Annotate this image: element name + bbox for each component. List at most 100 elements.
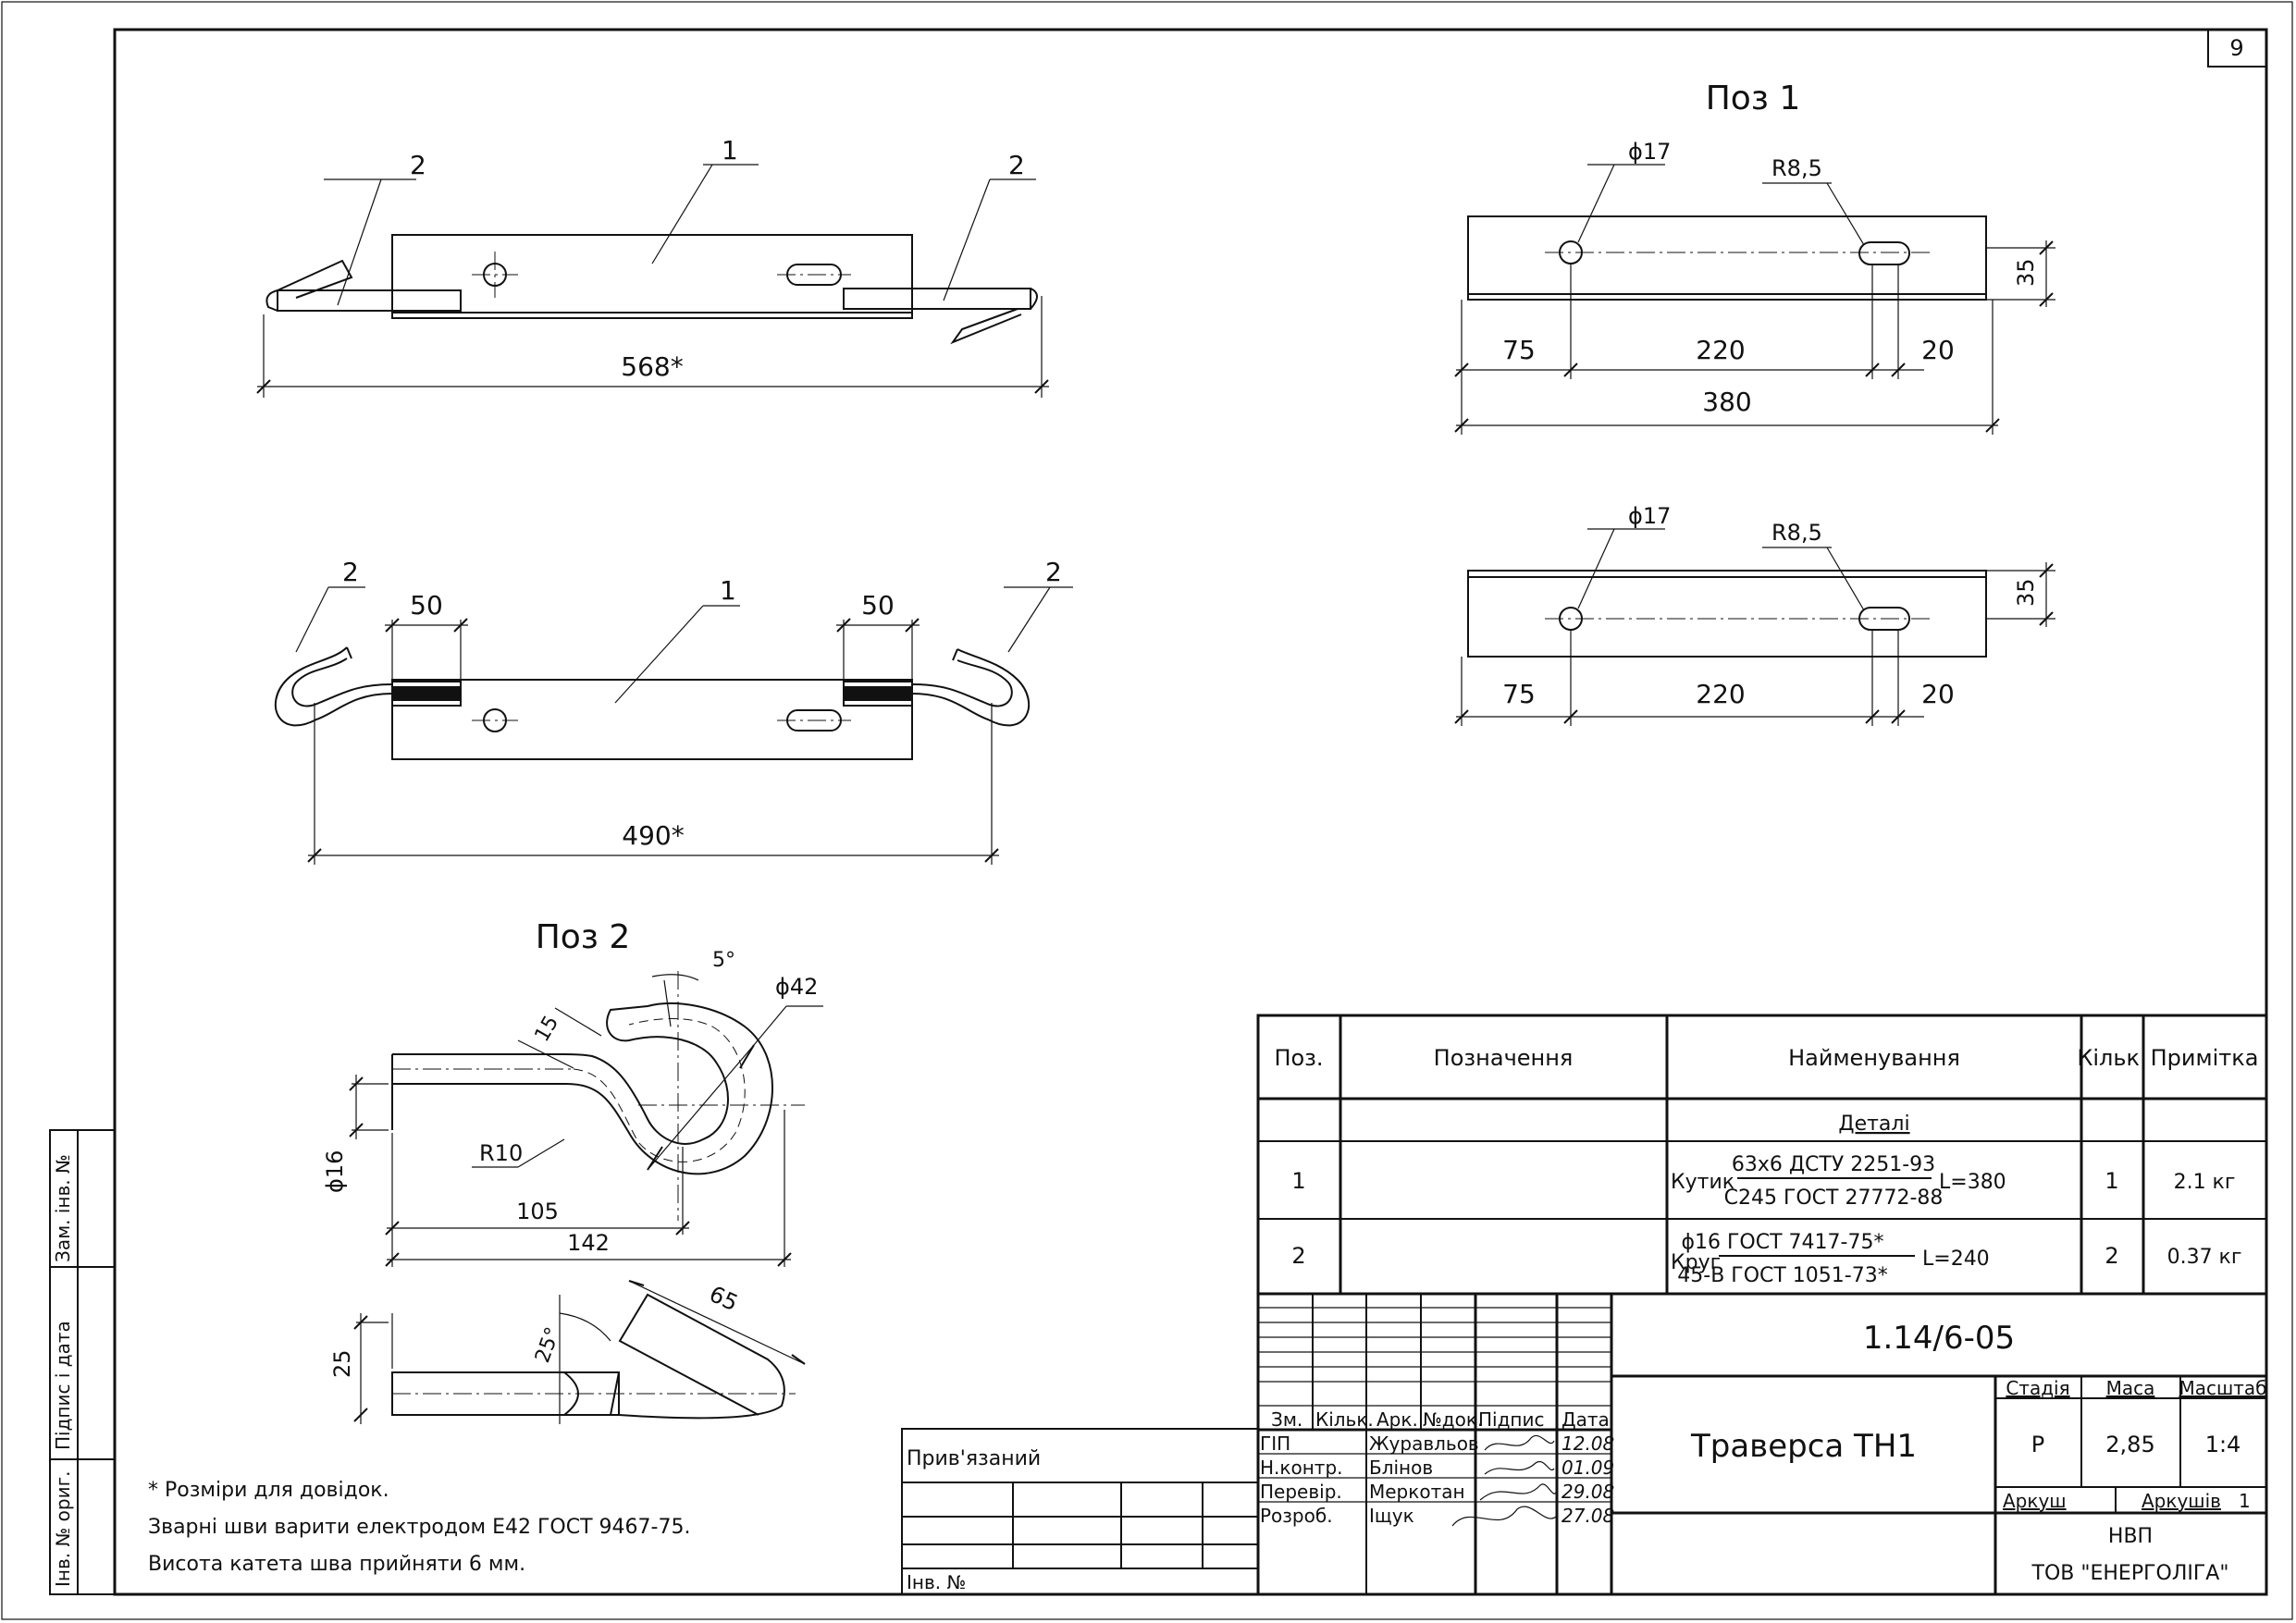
dim-50-right: 50 xyxy=(861,590,895,621)
spec-h-poz: Поз. xyxy=(1274,1045,1323,1071)
spec-r2-suffix: L=240 xyxy=(1922,1248,1990,1271)
tb-date-2: 01.09 xyxy=(1562,1457,1614,1479)
spec-r1-qty: 1 xyxy=(2105,1168,2118,1194)
pos2-d105: 105 xyxy=(516,1199,559,1224)
side-inv-orig: Інв. № ориг. xyxy=(52,1471,74,1587)
tb-role-1: ГІП xyxy=(1260,1432,1290,1455)
spec-r1-suffix: L=380 xyxy=(1939,1171,2006,1194)
pos1b-d20: 20 xyxy=(1921,679,1955,709)
tb-scale: 1:4 xyxy=(2205,1432,2241,1457)
pos1b-h35: 35 xyxy=(2013,578,2039,607)
tb-person-4: Іщук xyxy=(1369,1505,1414,1527)
note-3: Висота катета шва прийняти 6 мм. xyxy=(148,1553,525,1576)
callout-2-left-b: 2 xyxy=(342,557,359,587)
tb-date-3: 29.08 xyxy=(1562,1481,1614,1503)
tb-person-3: Меркотан xyxy=(1369,1481,1465,1503)
pos1-view-a: ϕ17 R8,5 35 75 220 20 380 xyxy=(1454,139,2055,435)
pos1a-slot: R8,5 xyxy=(1771,155,1822,181)
assembly-bottom-view: 2 1 2 50 50 490* xyxy=(274,557,1073,865)
pos2-5deg: 5° xyxy=(712,949,735,972)
spec-h-designation: Позначення xyxy=(1434,1045,1574,1071)
pos1-view-b: ϕ17 R8,5 35 75 220 20 xyxy=(1454,503,2055,726)
tb-col-pidpys: Підпис xyxy=(1478,1408,1545,1431)
tb-person-2: Блінов xyxy=(1369,1457,1433,1479)
spec-r2-num: ϕ16 ГОСТ 7417-75* xyxy=(1682,1231,1884,1254)
pos2-d16: ϕ16 xyxy=(322,1150,348,1193)
tb-mass: 2,85 xyxy=(2105,1432,2154,1457)
tb-col-kilk: Кільк. xyxy=(1315,1408,1374,1431)
spec-r1-note: 2.1 кг xyxy=(2174,1171,2236,1194)
callout-2-left: 2 xyxy=(410,150,426,180)
spec-r1-poz: 1 xyxy=(1291,1168,1305,1194)
title-block: Зм. Кільк. Арк. №док. Підпис Дата ГІП Жу… xyxy=(1256,1292,2268,1596)
spec-r1-num: 63х6 ДСТУ 2251-93 xyxy=(1732,1153,1935,1176)
pos1b-d220: 220 xyxy=(1696,679,1745,709)
side-stamp: Зам. інв. № Підпис і дата Інв. № ориг. xyxy=(49,1129,116,1595)
pos1b-hole: ϕ17 xyxy=(1628,503,1671,529)
pos1a-d220: 220 xyxy=(1696,335,1745,365)
pos2-len65: 65 xyxy=(705,1281,742,1316)
tb-col-ndok: №док. xyxy=(1423,1408,1483,1431)
tb-stage-label: Стадія xyxy=(2006,1377,2069,1399)
pos2-h25: 25 xyxy=(329,1349,355,1378)
side-pidpys: Підпис і дата xyxy=(52,1321,74,1450)
privyazanyi-inv: Інв. № xyxy=(907,1571,966,1593)
pos1a-h35: 35 xyxy=(2013,258,2039,287)
tb-mass-label: Маса xyxy=(2106,1377,2155,1399)
pos1a-d20: 20 xyxy=(1921,335,1955,365)
tb-date-1: 12.08 xyxy=(1562,1432,1614,1455)
spec-r1-prefix: Кутик xyxy=(1671,1171,1734,1194)
note-2: Зварні шви варити електродом Е42 ГОСТ 94… xyxy=(148,1516,690,1539)
tb-date-4: 27.08 xyxy=(1562,1505,1614,1527)
side-zam-inv: Зам. інв. № xyxy=(52,1154,74,1262)
callout-1: 1 xyxy=(722,135,738,166)
pos2-view-side: 25 25° 65 xyxy=(329,1280,806,1424)
pos2-d42: ϕ42 xyxy=(775,974,818,1000)
pos1a-d75: 75 xyxy=(1502,335,1536,365)
tb-col-data: Дата xyxy=(1562,1408,1610,1431)
spec-h-note: Примітка xyxy=(2151,1045,2259,1071)
tb-sheet-label: Аркуш xyxy=(2003,1490,2067,1512)
pos1b-slot: R8,5 xyxy=(1771,520,1822,546)
tb-sheets-label: Аркушів xyxy=(2142,1490,2221,1512)
spec-r2-qty: 2 xyxy=(2105,1243,2118,1269)
pos1-title: Поз 1 xyxy=(1706,80,1801,117)
dim-50-left: 50 xyxy=(410,590,443,621)
drawing-frame xyxy=(113,28,2268,1596)
tb-col-ark: Арк. xyxy=(1376,1408,1418,1431)
assembly-top-view: 2 1 2 568* xyxy=(256,135,1049,398)
pos2-title: Поз 2 xyxy=(536,918,631,956)
tb-scale-label: Масштаб xyxy=(2179,1377,2266,1399)
tb-col-zm: Зм. xyxy=(1271,1408,1302,1431)
tb-name: Траверса ТН1 xyxy=(1690,1428,1917,1465)
tb-role-4: Розроб. xyxy=(1260,1505,1333,1527)
spec-table: Поз. Позначення Найменування Кільк. Прим… xyxy=(1256,1014,2268,1296)
tb-code: 1.14/6-05 xyxy=(1863,1320,2015,1357)
tb-org2: ТОВ "ЕНЕРГОЛІГА" xyxy=(2031,1562,2229,1585)
dim-568: 568* xyxy=(621,351,683,382)
spec-r2-poz: 2 xyxy=(1291,1243,1305,1269)
tb-person-1: Журавльов xyxy=(1369,1432,1479,1455)
spec-section: Деталі xyxy=(1838,1113,1909,1136)
callout-2-right-b: 2 xyxy=(1045,557,1062,587)
tb-stage: Р xyxy=(2031,1432,2044,1457)
spec-r2-prefix: Круг xyxy=(1671,1251,1721,1274)
sheet-number-box xyxy=(2207,29,2267,68)
spec-r2-den: 45-В ГОСТ 1051-73* xyxy=(1677,1264,1887,1287)
pos1b-d75: 75 xyxy=(1502,679,1536,709)
dim-490: 490* xyxy=(622,820,684,851)
spec-h-qty: Кільк. xyxy=(2077,1045,2146,1071)
pos1a-hole: ϕ17 xyxy=(1628,139,1671,165)
spec-r2-note: 0.37 кг xyxy=(2167,1246,2242,1269)
note-1: * Розміри для довідок. xyxy=(148,1479,389,1502)
sheet-number: 9 xyxy=(2229,35,2243,61)
signatures xyxy=(1451,1435,1557,1527)
spec-h-name: Найменування xyxy=(1788,1045,1960,1071)
pos2-r10: R10 xyxy=(479,1140,523,1166)
tb-role-2: Н.контр. xyxy=(1260,1457,1343,1479)
privyazanyi-label: Прив'язаний xyxy=(907,1447,1041,1470)
pos2-view-hook: ϕ16 R10 105 142 ϕ42 5° 15 xyxy=(322,949,823,1267)
tb-sheets: 1 xyxy=(2239,1490,2251,1512)
